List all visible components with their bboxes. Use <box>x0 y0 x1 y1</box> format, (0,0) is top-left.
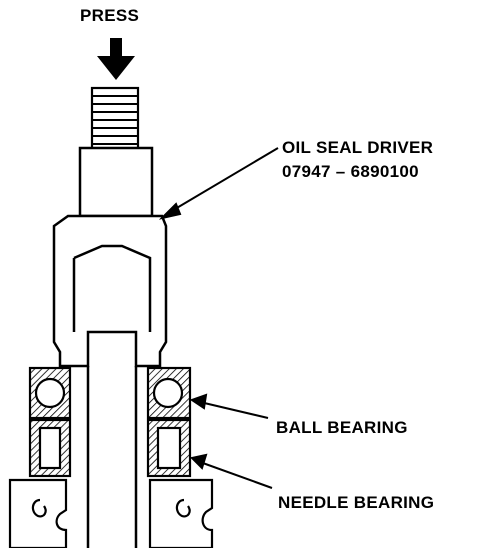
needle-bearing-right <box>146 418 192 478</box>
leader-lines <box>158 147 279 489</box>
ball-bearing-right <box>146 366 192 420</box>
needle-bearing-left <box>28 418 72 478</box>
ball-bearing-left <box>28 366 72 420</box>
housing <box>8 478 214 548</box>
press-label: PRESS <box>80 6 140 25</box>
driver-handle <box>90 86 140 152</box>
part-number-label: 07947 – 6890100 <box>282 162 419 181</box>
shaft <box>86 366 138 548</box>
oil-seal-driver-label: OIL SEAL DRIVER <box>282 138 434 157</box>
press-arrow-icon <box>97 38 135 80</box>
needle-bearing-label: NEEDLE BEARING <box>278 493 435 512</box>
ball-bearing-label: BALL BEARING <box>276 418 408 437</box>
oil-seal-driver <box>52 146 168 368</box>
